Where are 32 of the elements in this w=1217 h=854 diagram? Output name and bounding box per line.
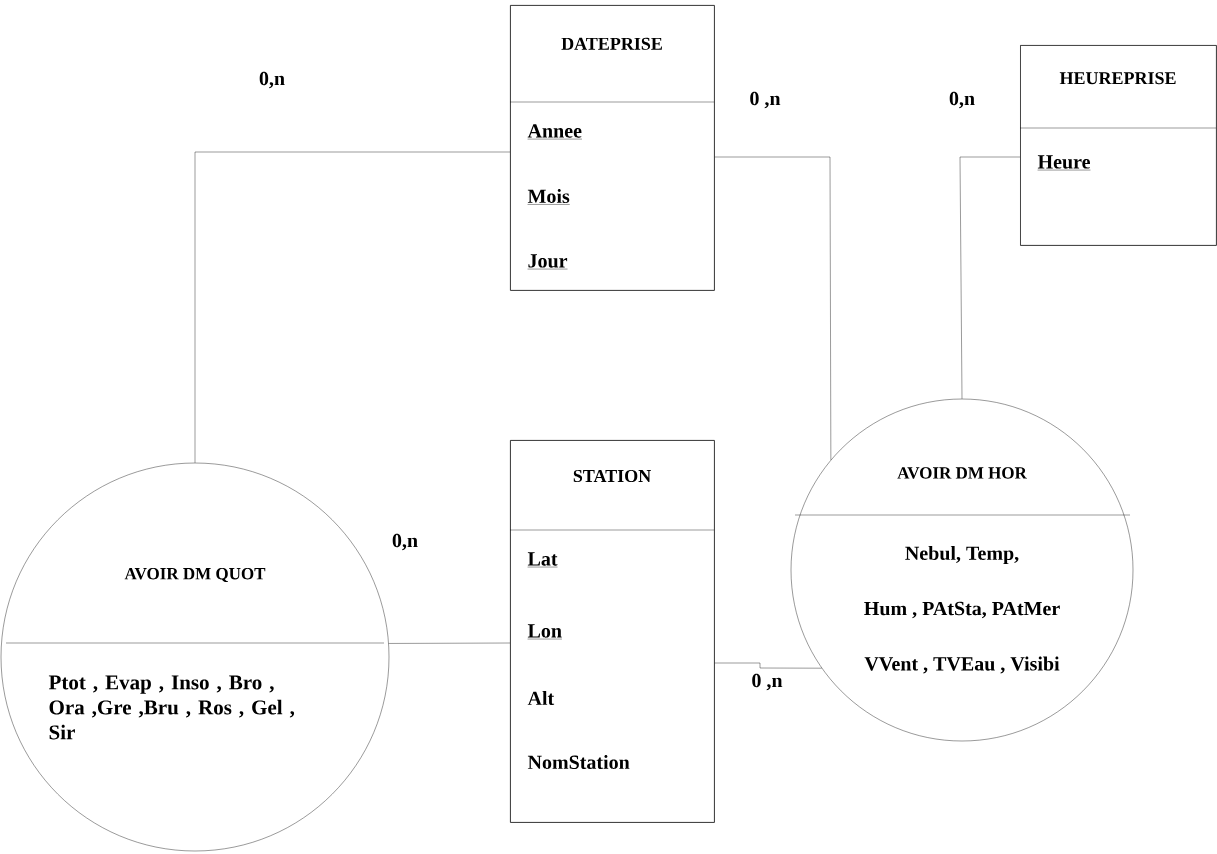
entity-box — [509, 440, 715, 823]
attribute-name: NomStation — [527, 754, 630, 770]
connector-line — [959, 156, 1021, 399]
entity-name: DATEPRISE — [561, 37, 662, 50]
connector-line — [714, 662, 822, 669]
attribute-name: Alt — [527, 690, 555, 706]
association-circle — [0, 462, 390, 852]
attribute-name: Jour — [527, 254, 568, 270]
attribute-name: Lat — [527, 552, 558, 568]
cardinality-label: 0 ,n — [748, 90, 782, 110]
entity-box — [509, 5, 715, 291]
attribute-name: Mois — [527, 188, 570, 205]
entity-name: HEUREPRISE — [1059, 72, 1176, 85]
cardinality-label: 0,n — [947, 90, 977, 110]
association-circle — [790, 398, 1134, 742]
connector-line — [194, 151, 511, 463]
connector-line — [388, 642, 511, 644]
attribute-list: Hum , PAtSta, PAtMer — [864, 601, 1060, 619]
attribute-name: Annee — [527, 124, 583, 140]
attribute-list: VVent , TVEau , Visibi — [864, 656, 1060, 674]
cardinality-label: 0 ,n — [750, 672, 784, 692]
attribute-list: Ptot , Evap , Inso , Bro , Ora ,Gre ,Bru , Ros , Gel , Sir — [48, 675, 295, 740]
cardinality-label: 0,n — [390, 532, 420, 552]
cardinality-label: 0,n — [257, 70, 287, 90]
association-name: AVOIR DM HOR — [897, 467, 1027, 479]
attribute-name: Heure — [1037, 155, 1091, 171]
attribute-name: Lon — [527, 624, 563, 640]
entity-name: STATION — [573, 469, 651, 483]
association-name: AVOIR DM QUOT — [124, 568, 266, 582]
connector-line — [714, 156, 832, 461]
attribute-list: Nebul, Temp, — [905, 545, 1019, 565]
entity-box — [1019, 45, 1217, 246]
